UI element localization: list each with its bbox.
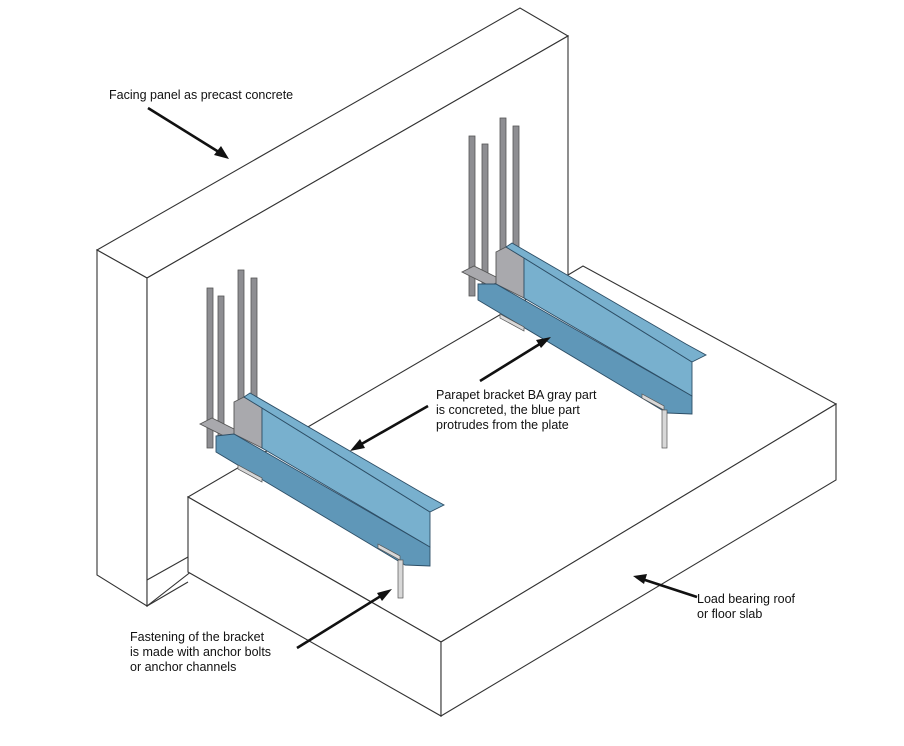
slab-back-edge bbox=[146, 556, 189, 581]
arrowhead-fastening bbox=[377, 589, 392, 601]
bracket-left-blue-flange bbox=[243, 392, 445, 513]
label-slab: Load bearing roof or floor slab bbox=[697, 592, 795, 621]
label-parapet-bracket: Parapet bracket BA gray part is concrete… bbox=[436, 388, 597, 432]
arrowhead-bracket-left bbox=[350, 439, 365, 451]
arrow-bracket-right bbox=[479, 340, 544, 383]
rebar-left-1 bbox=[206, 287, 214, 449]
anchor-bolt-left bbox=[397, 559, 404, 599]
label-facing-panel: Facing panel as precast concrete bbox=[109, 88, 294, 102]
anchor-bolt-right bbox=[661, 409, 668, 449]
arrow-bracket-left bbox=[357, 404, 429, 448]
bracket-left-blue-bottom bbox=[215, 433, 431, 567]
panel-side-face bbox=[96, 249, 148, 607]
rebar-right-1 bbox=[468, 135, 476, 297]
bracket-right bbox=[460, 117, 707, 449]
arrow-fastening bbox=[296, 592, 385, 650]
arrow-slab bbox=[641, 577, 698, 599]
bracket-right-bearing-pad bbox=[499, 313, 525, 332]
bracket-left bbox=[198, 269, 445, 599]
bracket-right-blue-flange bbox=[505, 242, 707, 363]
panel-base-line bbox=[146, 581, 189, 607]
arrowhead-slab bbox=[633, 574, 647, 584]
bracket-left-bearing-pad bbox=[237, 464, 263, 483]
leader-arrows bbox=[147, 106, 698, 650]
arrow-facing-panel bbox=[147, 106, 223, 156]
label-fastening: Fastening of the bracket is made with an… bbox=[130, 630, 272, 674]
bracket-right-blue-bottom bbox=[477, 283, 693, 415]
arrowhead-facing-panel bbox=[214, 146, 229, 159]
slab-right-face bbox=[440, 403, 837, 717]
arrowhead-bracket-right bbox=[536, 337, 551, 348]
